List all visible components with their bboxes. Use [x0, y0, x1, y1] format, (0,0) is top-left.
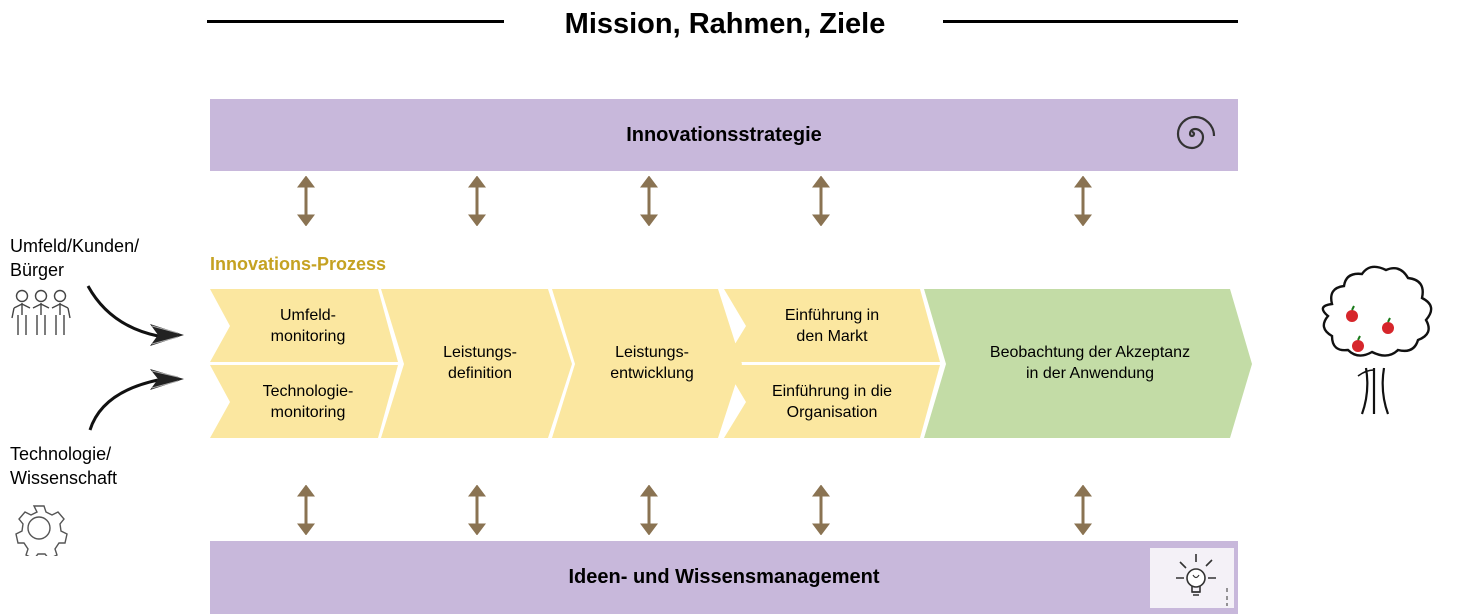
- customer-arrow: [86, 285, 159, 338]
- arrows-top-row: [297, 176, 1092, 226]
- input-customers-line1: Umfeld/Kunden/: [10, 236, 140, 256]
- chevron-markt: [724, 289, 940, 362]
- step-markt-line1: Einführung in: [784, 307, 880, 324]
- apple-1: [1346, 310, 1358, 322]
- people-icon: [11, 289, 71, 335]
- title-rule-left: [207, 20, 504, 23]
- spiral-icon: [1176, 115, 1216, 150]
- step-technologie-line1: Technologie-: [262, 383, 354, 400]
- page-title: Mission, Rahmen, Ziele: [564, 8, 886, 40]
- arrows-bottom-row: [297, 485, 1092, 535]
- chevron-beobachtung: [924, 289, 1252, 438]
- input-technology-label: Technologie/ Wissenschaft: [10, 442, 117, 490]
- step-beobachtung: Beobachtung der Akzeptanz in der Anwendun…: [950, 330, 1230, 396]
- chevron-technologie: [210, 365, 398, 438]
- step-umfeld-line1: Umfeld-: [279, 307, 336, 324]
- step-beobachtung-line2: in der Anwendung: [1025, 365, 1155, 382]
- lightbulb-icon: [1150, 548, 1234, 608]
- step-beobachtung-line1: Beobachtung der Akzeptanz: [989, 344, 1191, 361]
- technology-arrow-head: [150, 369, 184, 390]
- title-rule-right: [943, 20, 1238, 23]
- step-umfeld-line2: monitoring: [270, 328, 346, 345]
- apple-tree-icon: [1321, 265, 1433, 415]
- input-customers-line2: Bürger: [10, 260, 65, 280]
- chevron-leistungsdefinition: [381, 289, 572, 438]
- step-leistungsentwicklung-line1: Leistungs-: [615, 344, 689, 361]
- innovation-strategy-band: Innovationsstrategie: [210, 99, 1238, 171]
- step-organisation-line1: Einführung in die: [771, 383, 893, 400]
- step-leistungsdefinition-line1: Leistungs-: [443, 344, 517, 361]
- chevron-leistungsentwicklung: [552, 289, 742, 438]
- ideas-knowledge-band: Ideen- und Wissensmanagement: [210, 541, 1238, 614]
- innovation-strategy-label: Innovationsstrategie: [626, 123, 822, 146]
- process-label: Innovations-Prozess: [210, 254, 387, 274]
- input-technology-line2: Wissenschaft: [10, 468, 118, 488]
- step-leistungsdefinition-line2: definition: [447, 365, 513, 382]
- step-leistungsentwicklung: Leistungs-entwicklung: [582, 330, 722, 396]
- input-customers-label: Umfeld/Kunden/ Bürger: [10, 234, 139, 282]
- input-arrows: [86, 285, 184, 431]
- ideas-knowledge-label: Ideen- und Wissensmanagement: [568, 566, 880, 588]
- apple-3: [1352, 340, 1364, 352]
- customer-arrow-head: [150, 324, 184, 346]
- apple-2: [1382, 322, 1394, 334]
- step-einfuehrung-markt: Einführung in den Markt: [752, 296, 912, 356]
- step-leistungsdefinition: Leistungs-definition: [410, 330, 550, 396]
- step-umfeld-monitoring: Umfeld-monitoring: [238, 296, 378, 356]
- chevron-organisation: [724, 365, 940, 438]
- step-leistungsentwicklung-line2: entwicklung: [610, 365, 694, 382]
- step-markt-line2: den Markt: [796, 328, 868, 345]
- chevron-umfeld: [210, 289, 398, 362]
- input-technology-line1: Technologie/: [10, 444, 112, 464]
- step-technologie-monitoring: Technologie-monitoring: [238, 372, 378, 432]
- step-technologie-line2: monitoring: [270, 404, 346, 421]
- technology-arrow: [88, 378, 159, 431]
- gear-icon: [15, 505, 68, 556]
- step-organisation-line2: Organisation: [786, 404, 878, 421]
